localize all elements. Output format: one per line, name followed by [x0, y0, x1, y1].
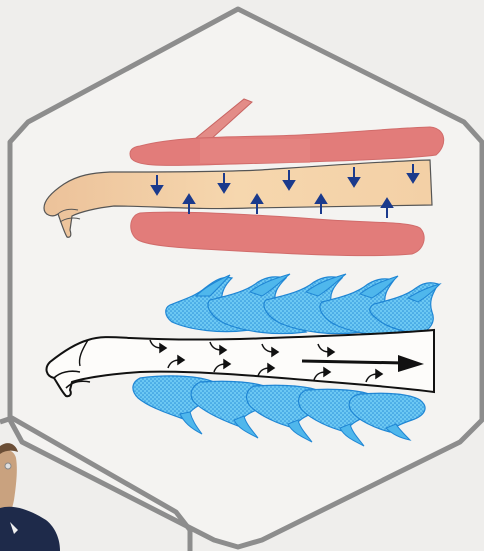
- hexagon-frame: [10, 9, 482, 547]
- upper-bladder-shade: [200, 139, 310, 163]
